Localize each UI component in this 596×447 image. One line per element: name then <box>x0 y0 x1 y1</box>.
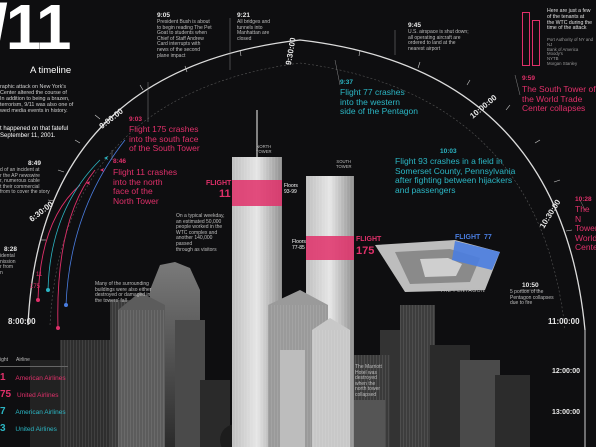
flight-path-175 <box>37 184 81 301</box>
event-text: The South Tower of the World Trade Cente… <box>522 84 596 114</box>
flight-label: FLIGHT <box>356 236 382 243</box>
flight-dot <box>56 326 60 330</box>
leader-lines <box>111 18 586 291</box>
flight-path-11 <box>57 169 96 329</box>
plane-icon <box>86 168 104 185</box>
note-text: 5 portion of the Pentagon collapses due … <box>510 289 554 307</box>
tenant-tower-icon <box>532 20 540 66</box>
event-text: Flight 11 crashes into the north face of… <box>113 167 178 206</box>
legend-flight: 7 <box>0 406 6 417</box>
legend-flight: 3 <box>0 423 6 434</box>
tenants-heading: Here are just a few of the tenants at th… <box>547 8 592 32</box>
note-time: 10:50 <box>522 282 539 289</box>
clock-label: 11:00:00 <box>548 317 580 326</box>
legend-airline: United Airlines <box>16 392 59 399</box>
title: /11 <box>0 0 71 63</box>
foreground-buildings <box>268 290 350 447</box>
south-tower-label: SOUTH TOWER <box>336 159 352 169</box>
timeline-arc-inner <box>49 62 566 331</box>
event-text: Flight 175 crashes into the south face o… <box>129 124 200 154</box>
clock-label: 12:00:00 <box>552 368 581 375</box>
event-text: The N Tower World Cente <box>575 204 596 253</box>
note-time: 9:45 <box>408 22 422 29</box>
subtitle: A timeline <box>30 65 72 76</box>
flight-label: FLIGHT <box>206 180 232 187</box>
pentagon-label: THE PENTAGON <box>440 288 486 294</box>
legend-row: 3 United Airlines <box>0 423 57 434</box>
event-time: 10:03 <box>440 148 457 155</box>
plane-icon <box>104 156 108 160</box>
flight-path-77 <box>47 159 101 291</box>
legend-row: 7 American Airlines <box>0 406 66 417</box>
legend-flight: 1 <box>0 372 6 383</box>
flight-dot <box>64 303 68 307</box>
timeline-arc <box>27 39 586 331</box>
floor-label: Floors 93-99 <box>284 183 298 195</box>
note-text: U.S. airspace is shut down; all operatin… <box>408 29 469 52</box>
note-time: 8:28 <box>4 246 18 253</box>
flight-dot <box>46 288 50 292</box>
flight-number: 11 <box>219 188 231 200</box>
legend-header-flight: ight <box>0 357 9 363</box>
building-note: On a typical weekday, an estimated 50,00… <box>176 213 225 253</box>
clock-label: 13:00:00 <box>552 409 581 416</box>
arc-flight-marker: 175 <box>30 284 41 290</box>
flight-dot <box>36 298 40 302</box>
note-text: All bridges and tunnels into Manhattan a… <box>237 19 271 42</box>
intro-lead: t happened on that fateful September 11,… <box>0 126 69 139</box>
event-time: 9:37 <box>340 79 354 86</box>
event-time: 8:46 <box>113 158 127 165</box>
tenant-tower-icon <box>522 12 530 66</box>
event-text: Flight 93 crashes in a field in Somerset… <box>395 156 516 195</box>
north-tower-label: NORTH TOWER <box>256 144 272 154</box>
north-tower <box>232 110 282 447</box>
note-time: 9:05 <box>157 12 171 19</box>
floor-label: Floors 77-85 <box>292 239 306 251</box>
pentagon-graphic <box>375 240 500 292</box>
event-time: 9:03 <box>129 116 143 123</box>
arc-flight-marker: 11 <box>36 272 43 278</box>
legend-flight: 75 <box>0 389 12 400</box>
legend-row: 1 American Airlines <box>0 372 66 383</box>
note-time: 9:21 <box>237 12 251 19</box>
note-text: President Bush is about to begin reading… <box>157 19 212 59</box>
flight-label: FLIGHT <box>455 234 481 241</box>
event-time: 9:59 <box>522 75 536 82</box>
event-text: Flight 77 crashes into the western side … <box>340 87 418 117</box>
legend-airline: American Airlines <box>15 375 66 382</box>
legend-row: 75 United Airlines <box>0 389 59 400</box>
flight-number: 175 <box>356 245 375 257</box>
note-time: 8:49 <box>28 160 42 167</box>
note-text: idental nission r from n <box>0 253 16 276</box>
note-text: d of an incident at r the AP newswire r,… <box>0 167 50 196</box>
event-time: 10:28 <box>575 196 592 203</box>
flight-number: 77 <box>484 234 492 241</box>
legend-airline: United Airlines <box>15 426 57 433</box>
flight-path-93 <box>65 139 126 306</box>
legend-header-airline: Airline <box>16 357 30 363</box>
legend-airline: American Airlines <box>15 409 66 416</box>
arc-ticks <box>40 49 573 241</box>
building-note: Many of the surrounding buildings were a… <box>95 281 152 304</box>
clock-label: 8:00:00 <box>8 317 36 326</box>
tenants-list: Port Authority of NY and NJ Bank of Amer… <box>547 37 594 67</box>
legend-divider <box>0 366 68 367</box>
intro-text: raphic attack on New York's Center alter… <box>0 84 74 115</box>
building-note: The Marriott Hotel was destroyed when th… <box>355 364 382 398</box>
